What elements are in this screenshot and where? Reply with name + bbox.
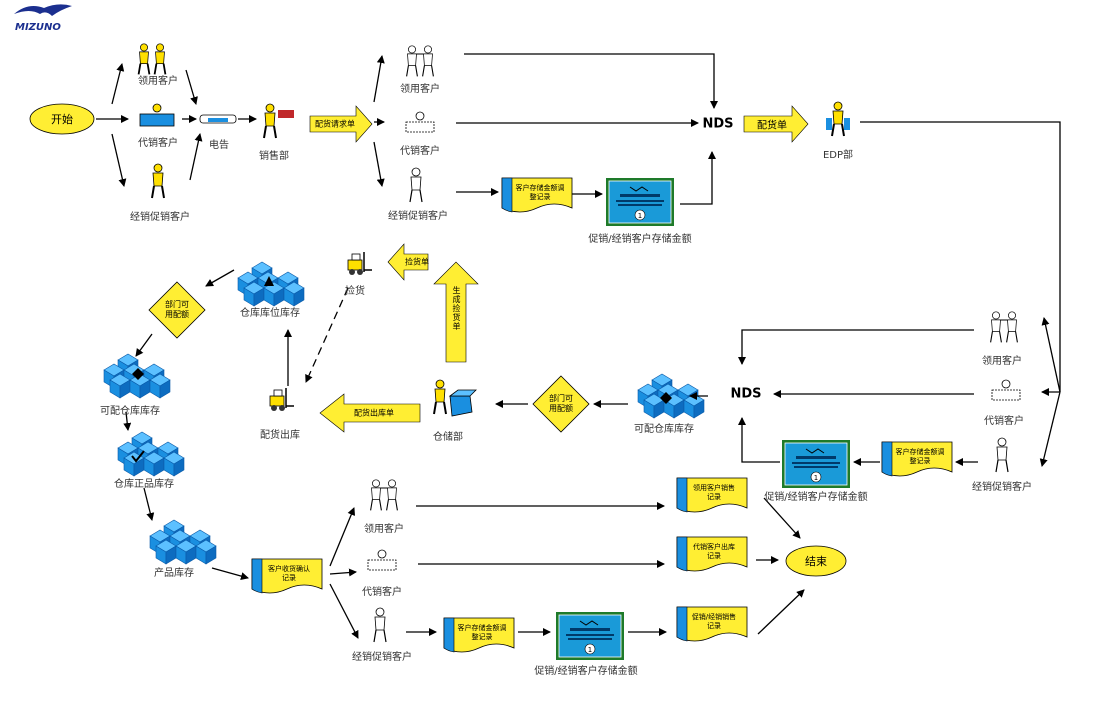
jingxiao-customer-icon-2 — [409, 167, 423, 203]
zhengpin-inventory-cubes-icon — [118, 432, 184, 476]
telephone-icon — [199, 114, 237, 124]
warehouse-dept-label: 仓储部 — [433, 432, 463, 443]
daixiao-customer-label-3: 代销客户 — [984, 416, 1024, 427]
jingxiao-customer-icon-3 — [995, 437, 1009, 473]
start-oval — [29, 103, 95, 135]
edp-person-icon — [826, 101, 850, 137]
lingyong-customer-icon-4 — [371, 480, 398, 511]
daixiao-customer-icon-2 — [405, 111, 435, 133]
peihuo-chukudan-label: 配货出库单 — [354, 408, 394, 418]
lingyong-customer-label-3: 领用客户 — [982, 356, 1022, 367]
jianhuo-forklift-icon — [347, 251, 373, 276]
doc-text-daixiao: 代销客户出库记录 — [693, 543, 735, 560]
keipei-inventory-label: 可配仓库库存 — [100, 406, 160, 417]
end-oval — [785, 545, 847, 577]
jingxiao-customer-label-3: 经销促销客户 — [972, 482, 1032, 493]
shengcheng-jianhuodan-label: 生成捡货单 — [452, 286, 461, 331]
lingyong-customer-icon-3 — [991, 312, 1018, 343]
nds-label-top: NDS — [702, 116, 734, 132]
jingxiao-customer-label-2: 经销促销客户 — [388, 211, 448, 222]
daixiao-customer-label-4: 代销客户 — [362, 587, 402, 598]
peihuodan-arrow — [743, 105, 809, 143]
product-inventory-label: 产品库存 — [154, 568, 194, 579]
lingyong-customer-icon — [139, 44, 166, 75]
daixiao-customer-label: 代销客户 — [138, 138, 178, 149]
peihuodan-label: 配货单 — [757, 120, 787, 132]
start-label: 开始 — [51, 113, 73, 126]
edp-label: EDP部 — [822, 150, 854, 161]
peihuo-chukudan-arrow — [319, 393, 421, 433]
cunchu-certificate-icon-2 — [781, 439, 851, 489]
cunchu-certificate-icon — [605, 177, 675, 227]
cert-label-3: 促销/经销客户存储金额 — [534, 666, 638, 677]
kuwei-inventory-label: 仓库库位库存 — [240, 308, 300, 319]
mizuno-logo-icon — [14, 4, 72, 16]
warehouse-person-icon — [433, 379, 477, 417]
peihuo-qingqiu-label: 配货请求单 — [315, 119, 355, 129]
sales-dept-label: 销售部 — [259, 151, 289, 162]
cert-label-2: 促销/经销客户存储金额 — [764, 492, 868, 503]
peihuo-qingqiu-arrow — [309, 105, 373, 143]
jianhuodan-arrow — [387, 243, 429, 281]
bumen-peie-diamond-2 — [532, 375, 590, 433]
daixiao-customer-label-2: 代销客户 — [400, 146, 440, 157]
peihuo-chuku-label: 配货出库 — [260, 430, 300, 441]
peihuo-forklift-icon — [269, 387, 295, 412]
jingxiao-customer-label: 经销促销客户 — [130, 212, 190, 223]
jingxiao-customer-icon-4 — [373, 607, 387, 643]
cunchu-certificate-icon-3 — [555, 611, 625, 661]
end-label: 结束 — [805, 555, 827, 568]
doc-text-1: 客户存储金额调整记录 — [515, 184, 565, 201]
jingxiao-customer-icon — [151, 163, 165, 199]
shengcheng-jianhuodan-arrow — [433, 261, 479, 363]
mizuno-logo-text: MIZUNO — [15, 22, 61, 33]
nds-label-middle: NDS — [730, 386, 762, 402]
jianhuo-label: 捡货 — [345, 286, 365, 297]
connector-lines — [96, 53, 1061, 639]
lingyong-customer-icon-2 — [407, 46, 434, 77]
doc-text-2: 客户存储金额调整记录 — [895, 448, 945, 465]
doc-text-3: 客户存储金额调整记录 — [457, 624, 507, 641]
bumen-peie-text-2: 部门可用配额 — [549, 394, 573, 413]
daixiao-customer-icon-4 — [367, 549, 397, 571]
doc-text-lingyong: 领用客户销售记录 — [693, 484, 735, 501]
lingyong-customer-label: 领用客户 — [138, 76, 178, 87]
diangao-label: 电告 — [209, 140, 229, 151]
lingyong-customer-label-4: 领用客户 — [364, 524, 404, 535]
product-inventory-cubes-icon — [150, 520, 216, 564]
doc-text-cuxiao: 促销/经销销售记录 — [691, 613, 737, 630]
sales-person-icon — [263, 103, 294, 139]
daixiao-customer-desk-icon — [139, 103, 175, 127]
lingyong-customer-label-2: 领用客户 — [400, 84, 440, 95]
zhengpin-inventory-label: 仓库正品库存 — [114, 479, 174, 490]
jianhuodan-label: 捡货单 — [405, 257, 429, 267]
cert-label-1: 促销/经销客户存储金额 — [588, 234, 692, 245]
daixiao-customer-icon-3 — [991, 379, 1021, 401]
jingxiao-customer-label-4: 经销促销客户 — [352, 652, 412, 663]
doc-text-shouhuo: 客户收货确认记录 — [268, 565, 310, 582]
bumen-peie-diamond — [148, 281, 206, 339]
keipei-inventory-label-2: 可配仓库库存 — [634, 424, 694, 435]
bumen-peie-text: 部门可用配额 — [165, 300, 189, 319]
